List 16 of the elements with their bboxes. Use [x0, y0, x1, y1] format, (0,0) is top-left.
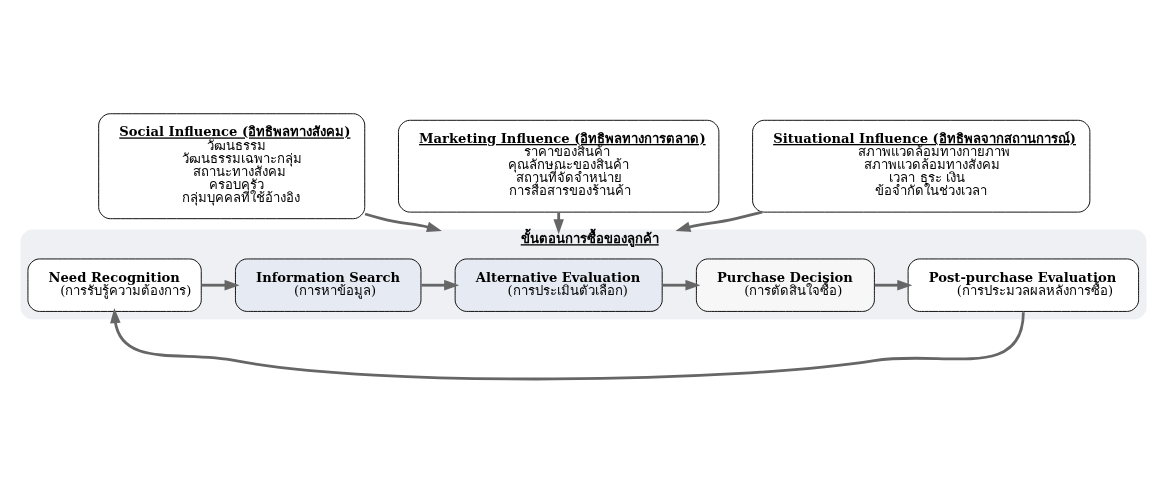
node-box: Need Recognition (การรับรู้ความต้องการ)	[27, 258, 202, 312]
node-box: Alternative Evaluation (การประเมินตัวเลือก)	[454, 258, 663, 312]
arrow	[421, 279, 460, 291]
node-box: Post-purchase Evaluation (การประมวลผลหลังการซื้อ)	[907, 258, 1140, 312]
node-box: Social Influence (อิทธิพลทางสังคม) วัฒนธรรม วัฒนธรรมเฉพาะกลุ่ม สถานะทางสังคม ครอบครัว กลุ่มบุคคลที่ใช้อ้างอิง	[98, 113, 366, 220]
arrow	[201, 279, 240, 291]
arrow	[110, 308, 1025, 381]
node-box: Situational Influence (อิทธิพลจากสถานการณ์) สภาพแวดล้อมทางกายภาพ สภาพแวดล้อมทางสังคม เวลา ธุระ เงิน ข้อจำกัดในช่วงเวลา	[752, 119, 1091, 213]
node-box: Information Search (การหาข้อมูล)	[235, 258, 422, 312]
arrow	[364, 212, 442, 232]
arrow	[553, 212, 564, 235]
arrow	[675, 210, 763, 232]
node-box: Purchase Decision (การตัดสินใจซื้อ)	[695, 258, 875, 312]
arrow	[874, 279, 913, 291]
node-box: Marketing Influence (อิทธิพลทางการตลาด) ราคาของสินค้า คุณลักษณะของสินค้า สถานที่จัดจำหน่าย การสื่อสารของร้านค้า	[398, 119, 720, 213]
arrow	[662, 279, 701, 291]
